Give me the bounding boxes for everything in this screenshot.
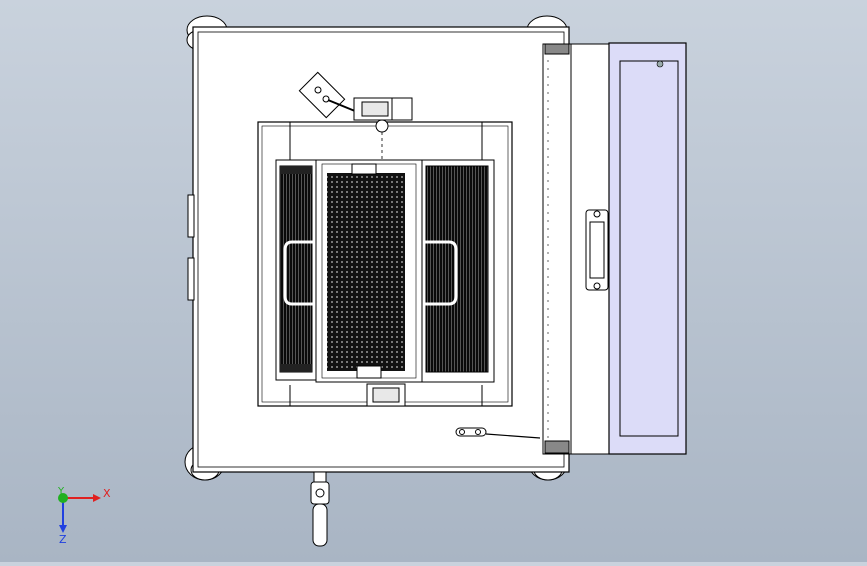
left-grille-handle[interactable] [283, 240, 315, 306]
triad-y-label: Y [57, 486, 65, 497]
door-hinge-strip [542, 43, 572, 455]
right-grille-handle[interactable] [423, 240, 458, 306]
axis-triad: X Y Z [57, 486, 111, 546]
center-grille [315, 159, 423, 383]
door-panel [608, 42, 687, 455]
drain-valve[interactable] [310, 471, 330, 547]
left-side-panel [275, 159, 317, 381]
triad-z-label: Z [59, 533, 67, 546]
bottom-clamp [366, 383, 406, 407]
bottom-latch[interactable] [455, 427, 541, 439]
right-side-panel [421, 159, 495, 383]
triad-x-label: X [103, 487, 111, 500]
top-latch-mechanism[interactable] [298, 71, 413, 160]
door-handle[interactable] [585, 209, 609, 291]
